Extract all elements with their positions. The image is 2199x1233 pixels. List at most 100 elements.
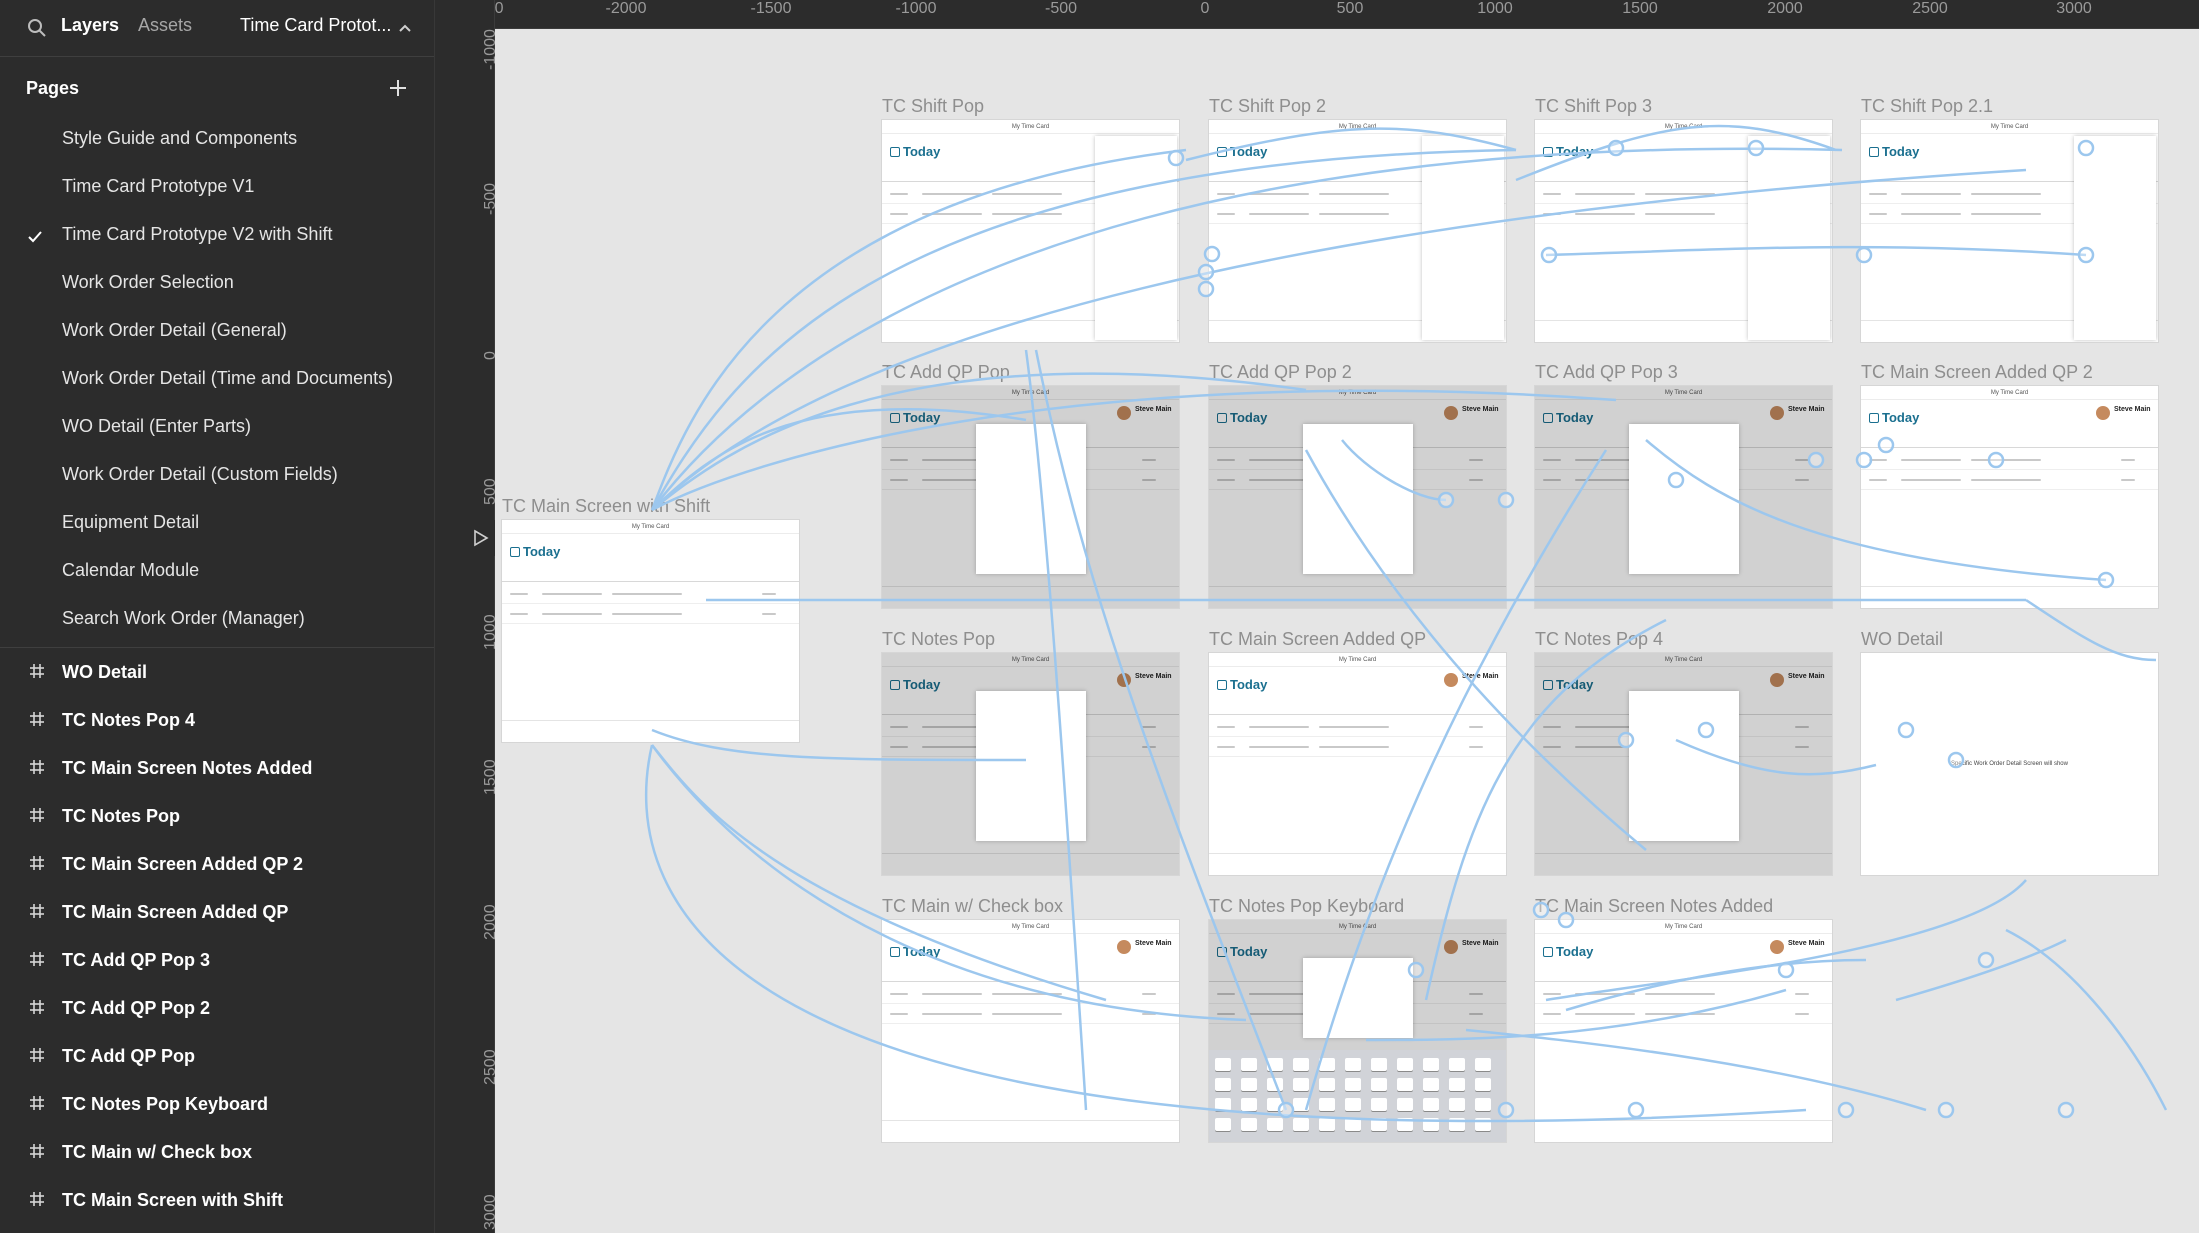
- notes-footer: [1209, 853, 1506, 875]
- page-item[interactable]: Time Card Prototype V1: [0, 162, 434, 210]
- frame-label[interactable]: TC Main Screen with Shift: [502, 496, 711, 516]
- panel-scrollbar[interactable]: [434, 0, 466, 1233]
- frame-label[interactable]: WO Detail: [1861, 629, 1944, 649]
- table-header: [1209, 705, 1506, 715]
- search-icon[interactable]: [26, 17, 48, 39]
- page-item-label: Search Work Order (Manager): [62, 607, 305, 628]
- today-heading: Today: [890, 944, 940, 959]
- frame-label[interactable]: TC Notes Pop 4: [1535, 629, 1664, 649]
- text-line: [992, 193, 1062, 195]
- text-line: [762, 593, 776, 595]
- layer-item[interactable]: TC Main w/ Check box: [0, 1128, 434, 1176]
- connection-node[interactable]: [2057, 1101, 2075, 1119]
- text-line: [1217, 726, 1235, 728]
- chevron-up-icon[interactable]: [398, 20, 412, 32]
- frame-label[interactable]: TC Main w/ Check box: [882, 896, 1064, 916]
- page-item-label: WO Detail (Enter Parts): [62, 415, 252, 436]
- text-line: [1971, 213, 2041, 215]
- text-line: [612, 593, 682, 595]
- layer-item[interactable]: TC Main Screen Added QP: [0, 888, 434, 936]
- frame-artboard[interactable]: Specific Work Order Detail Screen will s…: [1861, 653, 2158, 875]
- table-row: [502, 586, 799, 604]
- tab-layers[interactable]: Layers: [61, 15, 120, 35]
- connection-node[interactable]: [1937, 1101, 1955, 1119]
- text-line: [1645, 1013, 1715, 1015]
- shift-picker: [1748, 136, 1830, 340]
- keyboard-key: [1475, 1058, 1491, 1071]
- frame-label[interactable]: TC Shift Pop: [882, 96, 985, 116]
- hash-frame-icon: [28, 902, 46, 920]
- prototype-connection[interactable]: [2025, 598, 2157, 662]
- layer-item[interactable]: TC Main Screen Notes Added: [0, 744, 434, 792]
- frame-title: My Time Card: [1338, 124, 1377, 130]
- frame-label[interactable]: TC Add QP Pop 3: [1535, 362, 1678, 382]
- frame-label[interactable]: TC Add QP Pop: [882, 362, 1010, 382]
- page-item[interactable]: Equipment Detail: [0, 498, 434, 546]
- today-heading: Today: [1217, 677, 1267, 692]
- page-item-label: Work Order Selection: [62, 271, 234, 292]
- frame-label[interactable]: TC Add QP Pop 2: [1209, 362, 1352, 382]
- page-item[interactable]: Work Order Detail (Custom Fields): [0, 450, 434, 498]
- keyboard-key: [1449, 1118, 1465, 1131]
- text-line: [1575, 213, 1635, 215]
- frame-label[interactable]: TC Shift Pop 2: [1209, 96, 1327, 116]
- ruler-tick-label: 2500: [1912, 0, 1948, 17]
- prototype-connection[interactable]: [2005, 928, 2168, 1111]
- popup-modal: [976, 691, 1086, 841]
- frame-title: My Time Card: [1011, 124, 1050, 130]
- frame-title: My Time Card: [1011, 924, 1050, 930]
- frame-label[interactable]: TC Notes Pop Keyboard: [1209, 896, 1405, 916]
- frame-label[interactable]: TC Shift Pop 2.1: [1861, 96, 1994, 116]
- frame-label[interactable]: TC Shift Pop 3: [1535, 96, 1653, 116]
- text-line: [1795, 1013, 1809, 1015]
- layer-item[interactable]: TC Add QP Pop: [0, 1032, 434, 1080]
- plus-icon[interactable]: [386, 76, 410, 100]
- frame-label[interactable]: TC Notes Pop: [882, 629, 996, 649]
- frame-label[interactable]: TC Main Screen Notes Added: [1535, 896, 1774, 916]
- layer-item[interactable]: WO Detail: [0, 648, 434, 696]
- layer-item[interactable]: TC Main Screen Added QP 2: [0, 840, 434, 888]
- frame-label[interactable]: TC Main Screen Added QP: [1209, 629, 1427, 649]
- today-label: Today: [903, 944, 941, 959]
- connection-node[interactable]: [1837, 1101, 1855, 1119]
- page-item[interactable]: WO Detail (Enter Parts): [0, 402, 434, 450]
- keyboard-key: [1397, 1078, 1413, 1091]
- layer-item[interactable]: TC Notes Pop Keyboard: [0, 1080, 434, 1128]
- page-item[interactable]: Work Order Detail (Time and Documents): [0, 354, 434, 402]
- layer-item[interactable]: TC Main Screen with Shift: [0, 1176, 434, 1224]
- page-item[interactable]: Work Order Detail (General): [0, 306, 434, 354]
- play-icon[interactable]: [466, 520, 495, 556]
- page-item[interactable]: Work Order Selection: [0, 258, 434, 306]
- prototype-connection[interactable]: [1895, 938, 2067, 1002]
- layer-item[interactable]: TC Add QP Pop 2: [0, 984, 434, 1032]
- tab-assets[interactable]: Assets: [138, 15, 193, 35]
- connection-node[interactable]: [1977, 951, 1995, 969]
- frame-label[interactable]: TC Main Screen Added QP 2: [1861, 362, 2093, 382]
- page-item[interactable]: Calendar Module: [0, 546, 434, 594]
- layer-item[interactable]: TC Notes Pop 4: [0, 696, 434, 744]
- text-line: [1249, 746, 1309, 748]
- page-item[interactable]: Time Card Prototype V2 with Shift: [0, 210, 434, 258]
- table-row: [1209, 739, 1506, 757]
- page-item[interactable]: Style Guide and Components: [0, 114, 434, 162]
- layer-item[interactable]: TC Notes Pop: [0, 792, 434, 840]
- file-name[interactable]: Time Card Protot...: [240, 15, 392, 35]
- layer-item[interactable]: TC Add QP Pop 3: [0, 936, 434, 984]
- page-item[interactable]: Search Work Order (Manager): [0, 594, 434, 642]
